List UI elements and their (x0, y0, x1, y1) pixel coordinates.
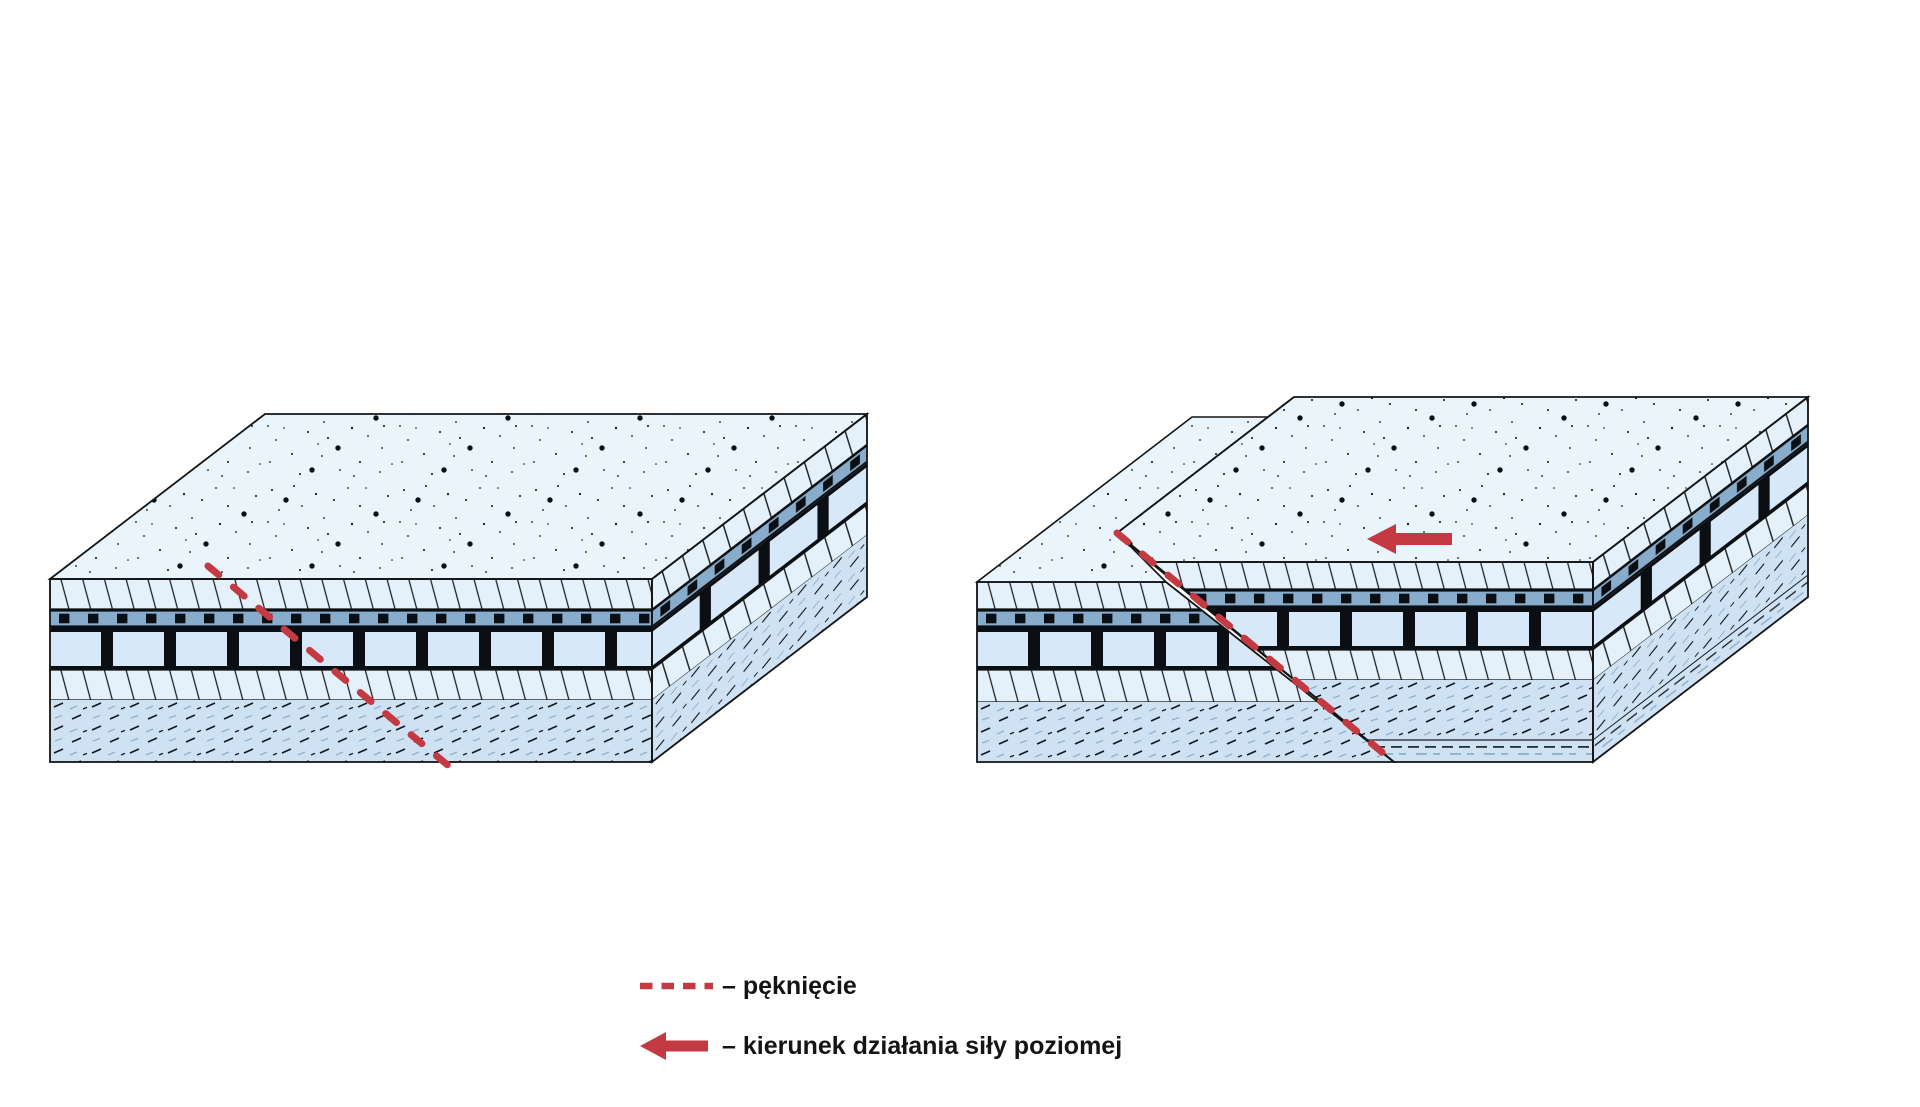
footwall-top-surface (977, 417, 1268, 582)
left-block-side-face (651, 412, 868, 762)
layer-hatch-upper (49, 578, 653, 610)
crack-dashed-line-right-block (1113, 529, 1398, 766)
hanging-wall-top-surface (1117, 397, 1808, 562)
left-block-front-face (49, 578, 653, 762)
right-block (974, 395, 1811, 766)
layer-hatch-lower (49, 669, 653, 701)
hanging-wall-side-face (1592, 395, 1809, 764)
legend-force-label: – kierunek działania siły poziomej (722, 1032, 1122, 1060)
layer-dashed-bottom (50, 700, 652, 762)
legend-item-crack: – pęknięcie (640, 972, 857, 1000)
legend-arrow-left-icon (640, 1032, 708, 1060)
left-block (47, 412, 870, 771)
crack-dashed-line-left-block (204, 562, 454, 771)
left-block-top-surface (50, 414, 867, 579)
legend-item-force: – kierunek działania siły poziomej (640, 1032, 1122, 1060)
left-block-side-outline (651, 412, 868, 764)
legend-crack-label: – pęknięcie (722, 972, 857, 1000)
force-arrow-left-icon (1367, 524, 1452, 554)
layer-squares (50, 609, 652, 628)
layer-blocky (50, 628, 652, 670)
hanging-wall-side-outline (1592, 395, 1809, 764)
legend: – pęknięcie – kierunek działania siły po… (640, 972, 1122, 1060)
